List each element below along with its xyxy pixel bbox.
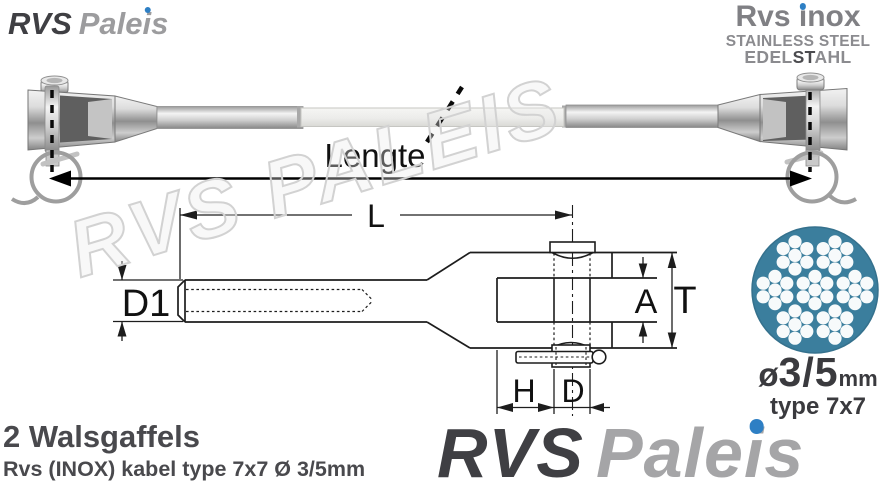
right-pin-head-inner: [802, 74, 819, 81]
right-slot-highlight: [763, 99, 786, 140]
left-fork-terminal: [10, 75, 304, 205]
wire-strands: [756, 235, 874, 345]
dimension-A: A: [635, 257, 658, 343]
brand-block-top-right: Rvs inox STAINLESS STEEL EDELSTAHL: [712, 0, 884, 68]
left-split-ring: [29, 150, 83, 204]
brand-line-rvs-inox: Rvs inox: [735, 0, 861, 33]
cable-cross-section: [751, 226, 879, 354]
photo-length-dimension: Lengte: [49, 85, 812, 187]
product-photo: Lengte: [10, 72, 857, 205]
right-swage-joint: [562, 105, 568, 128]
left-cone: [114, 95, 158, 143]
cable: [300, 107, 565, 127]
cotter-pin-knob: [591, 349, 607, 365]
cross-section-caption: ø3/5mm type 7x7: [745, 352, 889, 419]
cable-diameter-label: ø3/5mm: [758, 349, 878, 395]
dimension-T: T: [667, 252, 697, 348]
dimension-H-D: H D: [496, 350, 610, 414]
technical-drawing: L: [113, 198, 697, 416]
dim-label-D: D: [561, 373, 584, 409]
blue-dot-i: i: [142, 6, 152, 41]
dim-label-A: A: [635, 283, 658, 321]
right-fork-terminal: [565, 72, 857, 205]
dimension-D1: D1: [113, 261, 183, 341]
cable-bore-hidden-lines: [186, 288, 374, 313]
left-stud: [156, 106, 304, 129]
dim-label-D1: D1: [122, 283, 171, 325]
blue-dot-i: i: [743, 414, 765, 486]
brand-name-primary: RVS: [437, 414, 584, 486]
product-title: 2 Walsgaffels: [3, 419, 200, 454]
product-description: 2 Walsgaffels Rvs (INOX) kabel type 7x7 …: [3, 421, 365, 481]
pin-hidden-lines: [553, 253, 591, 345]
product-subtitle: Rvs (INOX) kabel type 7x7 Ø 3/5mm: [3, 457, 366, 481]
cotter-hidden-lines: [519, 347, 592, 365]
brand-name-secondary: Paleis: [78, 6, 169, 41]
brand-name-primary: RVS: [8, 6, 72, 41]
clevis-pin-drawing: [515, 241, 607, 368]
dim-label-L: L: [367, 198, 385, 234]
dimension-L: L: [179, 198, 572, 279]
left-pin-head-inner: [46, 77, 63, 84]
blue-dot-i: i: [798, 0, 808, 33]
brand-name-secondary: Paleis: [595, 414, 805, 486]
right-cone: [717, 93, 761, 143]
right-clevis-pin: [805, 84, 821, 153]
brand-line-edelstahl: EDELSTAHL: [744, 47, 852, 68]
brand-line-stainless-steel: STAINLESS STEEL: [725, 32, 871, 50]
dim-label-H: H: [512, 373, 535, 409]
length-arrow-right: [790, 170, 812, 187]
left-swage-joint: [297, 106, 303, 128]
right-split-ring: [785, 150, 839, 204]
swage-tube: [177, 251, 471, 349]
cable-type-label: type 7x7: [769, 393, 867, 420]
pin-head-rect: [549, 241, 596, 254]
right-stud: [565, 104, 719, 128]
right-ring-tail: [828, 194, 857, 205]
lengte-label: Lengte: [325, 137, 426, 174]
length-arrow-left: [49, 170, 71, 187]
dim-label-T: T: [673, 280, 696, 322]
left-ring-tail: [10, 195, 40, 205]
left-slot-highlight: [88, 99, 112, 139]
